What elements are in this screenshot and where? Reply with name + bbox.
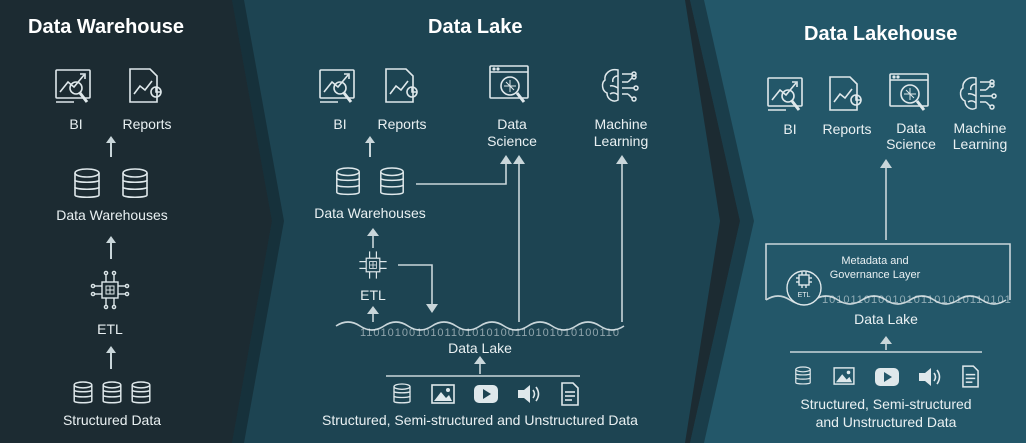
database-icon [392, 382, 412, 406]
reports-label: Reports [122, 116, 172, 132]
database-icon [130, 380, 152, 406]
data-science-icon [488, 64, 538, 110]
bi-chart-icon [766, 74, 810, 114]
data-science-label-2: Science [886, 136, 936, 152]
machine-learning-label-2: Learning [952, 136, 1008, 152]
image-icon [431, 384, 455, 404]
database-icon [72, 168, 102, 200]
panel-divider-left [232, 0, 284, 443]
video-icon [875, 368, 899, 386]
data-science-icon [888, 72, 938, 118]
bi-label: BI [333, 116, 347, 132]
arrow-up-icon [106, 236, 116, 259]
machine-learning-label-2: Learning [593, 133, 649, 149]
data-science-label-2: Science [487, 133, 537, 149]
lake-sources-label: Structured, Semi-structured and Unstruct… [322, 412, 638, 428]
panel-lake-bg [232, 0, 720, 443]
database-icon [101, 380, 123, 406]
video-icon [474, 385, 498, 403]
brain-icon [598, 64, 642, 108]
arrow-up-icon [106, 346, 116, 369]
brain-icon [956, 72, 1000, 116]
machine-learning-label-1: Machine [953, 120, 1007, 136]
data-warehouses-label: Data Warehouses [56, 207, 168, 223]
bi-label: BI [783, 121, 797, 137]
lakehouse-lake-label: Data Lake [854, 311, 918, 327]
database-icon [72, 380, 94, 406]
database-icon [378, 166, 406, 198]
report-icon [826, 74, 866, 114]
audio-icon [517, 383, 543, 405]
connector-warehouse-to-science [416, 162, 507, 185]
data-science-label-1: Data [896, 120, 926, 136]
audio-icon [918, 366, 944, 388]
governance-label-2: Governance Layer [829, 269, 921, 281]
lakehouse-sources-label-2: and Unstructured Data [815, 414, 957, 430]
etl-label: ETL [360, 287, 386, 303]
governance-box [765, 243, 1011, 300]
document-icon [561, 382, 579, 406]
connector-etl-to-lake [398, 264, 433, 306]
report-icon [126, 66, 166, 106]
database-icon [794, 365, 812, 387]
lakehouse-sources-label-1: Structured, Semi-structured [800, 396, 972, 412]
lake-binary-text: 1101010010101101010100110101010100110 [359, 327, 621, 339]
structured-data-label: Structured Data [62, 412, 162, 428]
reports-label: Reports [377, 116, 427, 132]
lakehouse-title: Data Lakehouse [804, 23, 958, 45]
lake-title: Data Lake [428, 16, 523, 38]
chip-icon [90, 270, 130, 310]
lakehouse-binary-text: 10101101001010110101011010101 [822, 294, 1012, 306]
machine-learning-label-1: Machine [594, 116, 648, 132]
etl-label: ETL [97, 321, 123, 337]
image-icon [833, 367, 855, 385]
chip-icon [356, 248, 390, 282]
etl-badge [784, 268, 824, 308]
report-icon [382, 66, 422, 106]
lake-label: Data Lake [448, 340, 512, 356]
lake-wave [335, 321, 625, 331]
arrow-up-icon [106, 136, 116, 157]
database-icon [334, 166, 362, 198]
data-science-label-1: Data [497, 116, 527, 132]
bi-chart-icon [318, 66, 362, 106]
data-warehouses-label: Data Warehouses [314, 205, 426, 221]
bi-label: BI [69, 116, 83, 132]
warehouse-title: Data Warehouse [28, 16, 184, 38]
panel-divider-right [690, 0, 754, 443]
document-icon [962, 365, 979, 388]
database-icon [120, 168, 150, 200]
governance-label-1: Metadata and [841, 255, 909, 267]
reports-label: Reports [822, 121, 872, 137]
arrow-up-icon [365, 136, 375, 157]
etl-badge-label: ETL [797, 292, 811, 299]
bi-chart-icon [54, 66, 98, 106]
